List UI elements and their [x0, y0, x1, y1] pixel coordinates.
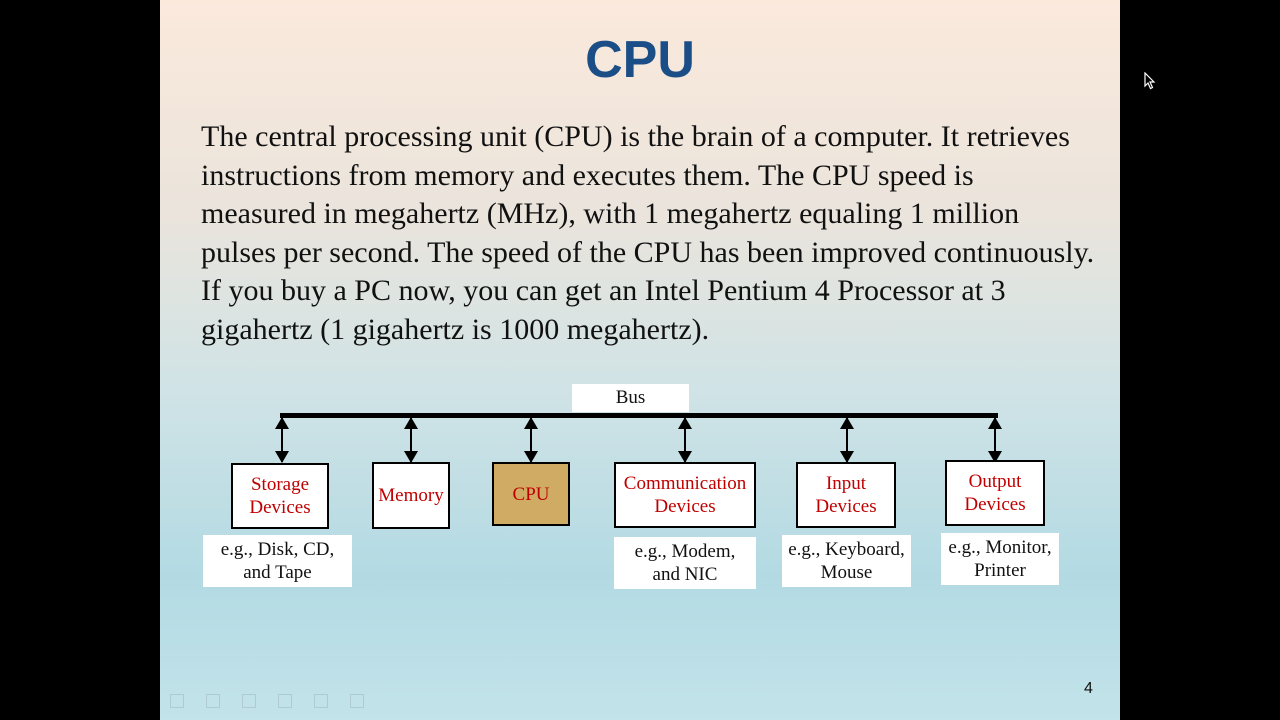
pen-icon[interactable] [242, 694, 256, 708]
view-all-icon[interactable] [278, 694, 292, 708]
output-label-line2: Devices [964, 494, 1026, 515]
storage-note-line1: e.g., Disk, CD, [220, 539, 335, 560]
memory-label: Memory [378, 485, 444, 506]
input-label-line2: Devices [815, 496, 877, 517]
zoom-icon[interactable] [314, 694, 328, 708]
mouse-pointer-icon [1144, 71, 1156, 95]
storage-label-line1: Storage [250, 474, 310, 495]
output-label-line1: Output [968, 471, 1022, 492]
storage-label-line2: Devices [249, 497, 311, 518]
slide-title: CPU [585, 31, 695, 89]
slide-paragraph: The central processing unit (CPU) is the… [201, 120, 1095, 346]
storage-note: e.g., Disk, CD,and Tape [203, 535, 352, 587]
communication-note-line2: and NIC [652, 564, 718, 585]
output-arrow [988, 417, 1002, 463]
output-note-line2: Printer [974, 560, 1026, 581]
bus-line [280, 413, 998, 418]
cpu-box: CPU [492, 462, 570, 526]
slide: CPU The central processing unit (CPU) is… [160, 0, 1120, 720]
input-note: e.g., Keyboard,Mouse [782, 535, 911, 587]
communication-label-line1: Communication [623, 473, 747, 494]
memory-box: Memory [372, 462, 450, 529]
cpu-label: CPU [512, 483, 550, 505]
next-slide-icon[interactable] [206, 694, 220, 708]
prev-slide-icon[interactable] [170, 694, 184, 708]
communication-arrow [678, 417, 692, 463]
communication-note: e.g., Modem,and NIC [614, 537, 756, 589]
input-note-line1: e.g., Keyboard, [788, 539, 905, 560]
bus-label: Bus [572, 384, 689, 412]
storage-note-line2: and Tape [243, 562, 312, 583]
more-options-icon[interactable] [350, 694, 364, 708]
page-number: 4 [1084, 680, 1093, 697]
slideshow-toolbar[interactable] [170, 694, 364, 708]
input-label-line1: Input [825, 473, 867, 494]
memory-arrow [404, 417, 418, 463]
output-note: e.g., Monitor,Printer [941, 533, 1059, 585]
cpu-arrow [524, 417, 538, 463]
storage-arrow [275, 417, 289, 463]
communication-label-line2: Devices [654, 496, 716, 517]
communication-note-line1: e.g., Modem, [634, 541, 736, 562]
output-note-line1: e.g., Monitor, [948, 537, 1052, 558]
input-note-line2: Mouse [820, 562, 873, 583]
input-arrow [840, 417, 854, 463]
